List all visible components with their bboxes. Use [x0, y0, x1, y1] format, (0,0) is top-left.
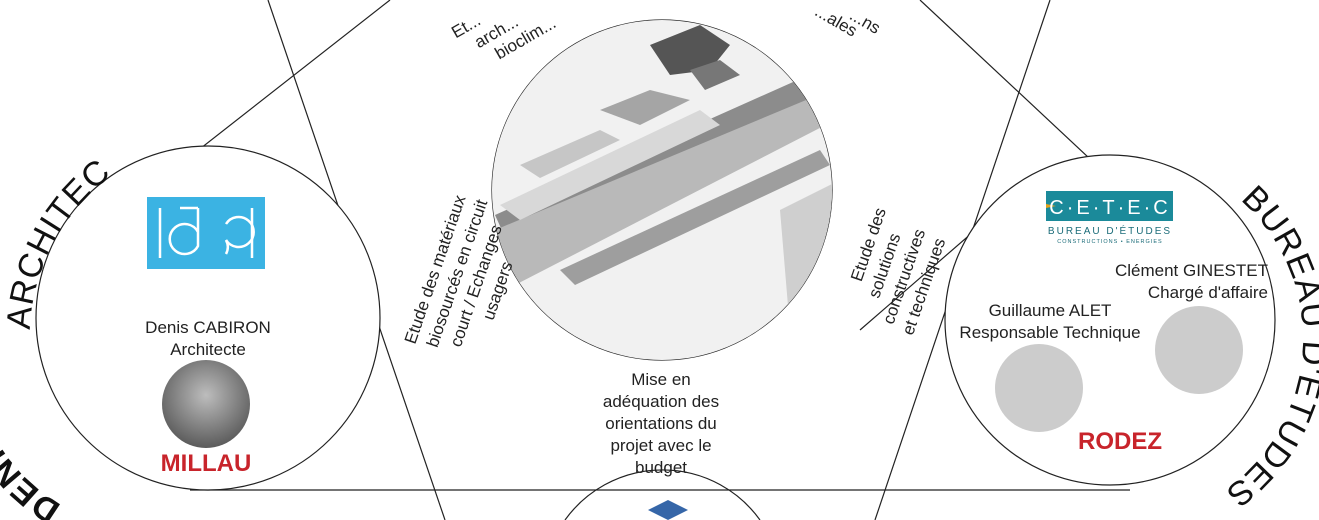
top-labels: Et... arch... bioclim... [448, 11, 559, 64]
left-person-role: Architecte [170, 340, 246, 359]
cetec-logo-subtitle-2: CONSTRUCTIONS • ENERGIES [1057, 239, 1162, 245]
left-city: MILLAU [161, 450, 252, 477]
top-right-labels: ...ns ...ales [812, 1, 884, 40]
right-partner-circle: C·E·T·E·C BUREAU D'ÉTUDES CONSTRUCTIONS … [944, 154, 1276, 486]
bottom-line-3: orientations du [605, 414, 717, 433]
person2-role: Responsable Technique [959, 323, 1140, 342]
person1-name: Clément GINESTET [1115, 261, 1268, 280]
bottom-partner-circle [564, 469, 761, 520]
building-render [492, 20, 832, 360]
bottom-line-2: adéquation des [603, 392, 719, 411]
left-circle-outline [35, 145, 381, 491]
avatar [995, 344, 1083, 432]
right-city: RODEZ [1078, 428, 1162, 455]
ddc-logo [147, 197, 265, 269]
cetec-logo: C·E·T·E·C BUREAU D'ÉTUDES CONSTRUCTIONS … [1046, 191, 1173, 245]
project-render-circle [491, 19, 833, 361]
cetec-logo-text: C·E·T·E·C [1049, 197, 1170, 219]
avatar [162, 360, 250, 448]
right-edge-label: Etude des solutions constructives et tec… [847, 205, 949, 337]
top-right-label-2: ...ales [812, 1, 861, 40]
left-person-name: Denis CABIRON [145, 318, 271, 337]
bottom-line-4: projet avec le [610, 436, 711, 455]
bottom-label: Mise en adéquation des orientations du p… [603, 370, 719, 477]
person1-role: Chargé d'affaire [1148, 283, 1268, 302]
bottom-logo-mark [648, 500, 688, 520]
bottom-line-5: budget [635, 458, 687, 477]
avatar [1155, 306, 1243, 394]
person2-name: Guillaume ALET [989, 301, 1112, 320]
left-partner-circle: Denis CABIRON Architecte MILLAU [35, 145, 381, 491]
bottom-line-1: Mise en [631, 370, 691, 389]
cetec-logo-subtitle: BUREAU D'ÉTUDES [1048, 224, 1172, 237]
